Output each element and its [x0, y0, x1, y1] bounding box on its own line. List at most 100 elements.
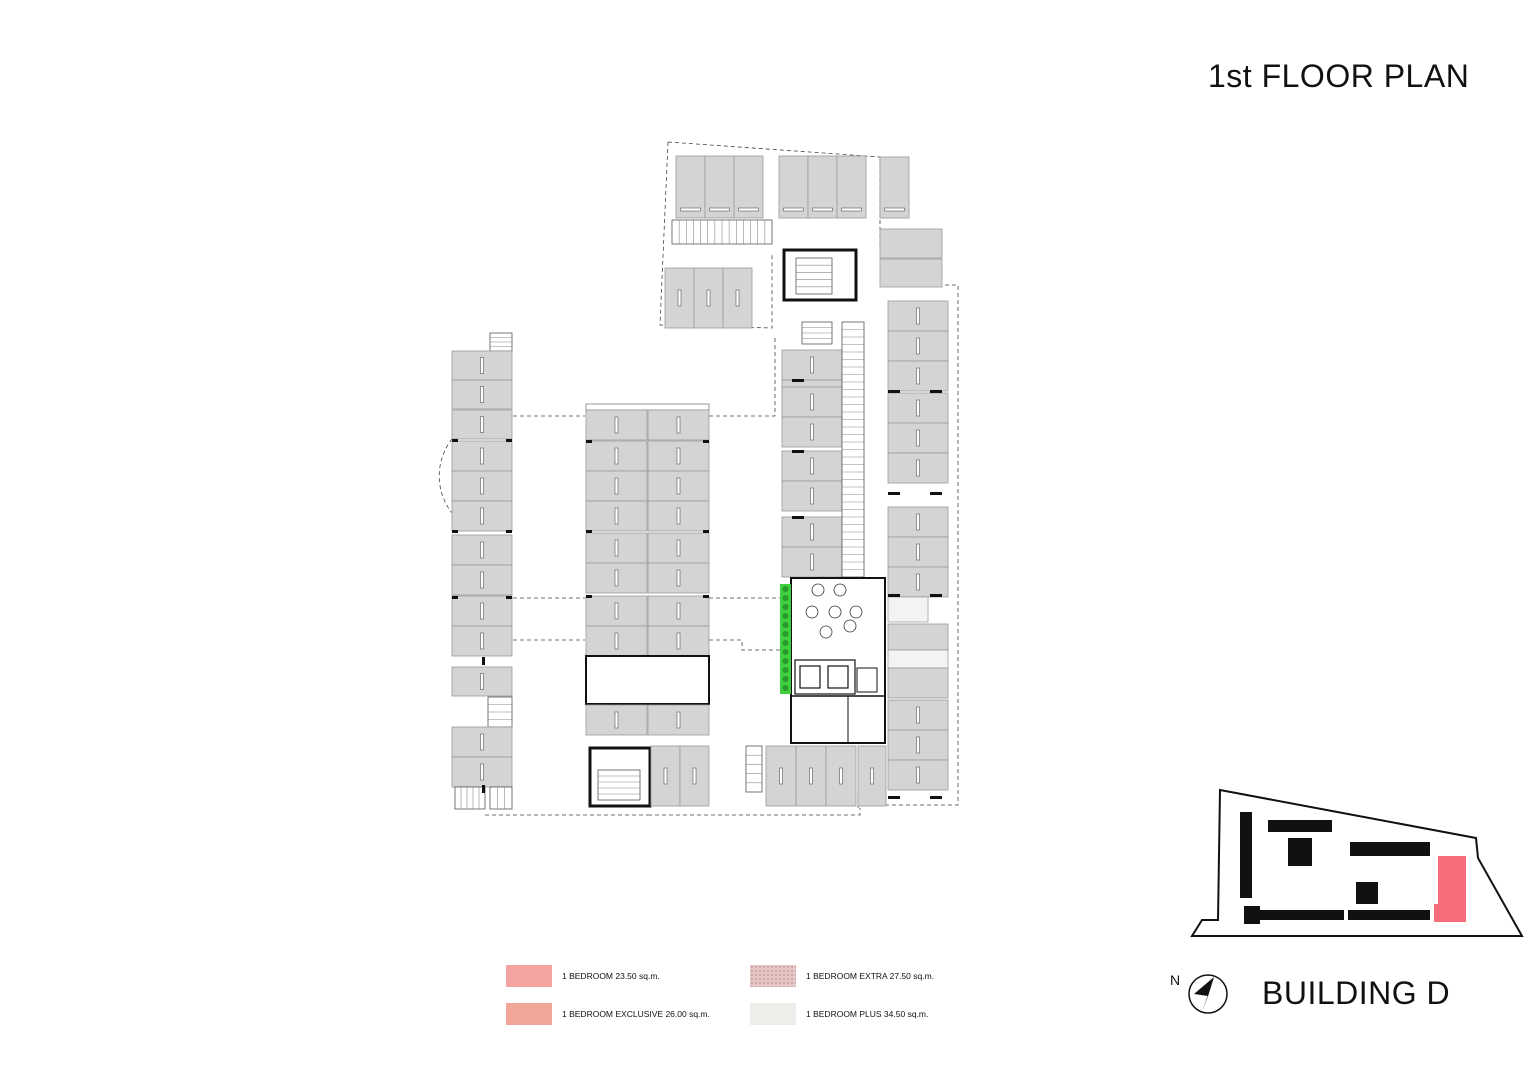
lounge-seat — [828, 605, 842, 619]
window-slot — [812, 207, 833, 212]
legend-label: 1 BEDROOM 23.50 sq.m. — [562, 971, 660, 981]
window-slot — [680, 207, 701, 212]
door-mark — [586, 530, 592, 533]
site-key-plan — [1190, 788, 1524, 937]
window-slot — [614, 632, 619, 650]
door-mark — [792, 516, 804, 519]
lounge-seat — [819, 625, 833, 639]
legend-item-1-bedroom: 1 BEDROOM 23.50 sq.m. — [506, 965, 660, 987]
key-building — [1288, 838, 1312, 866]
legend-label: 1 BEDROOM PLUS 34.50 sq.m. — [806, 1009, 929, 1019]
shrub — [782, 595, 789, 601]
shrub — [782, 649, 789, 655]
window-slot — [480, 632, 484, 650]
legend-item-1-bedroom-extra: 1 BEDROOM EXTRA 27.50 sq.m. — [750, 965, 934, 987]
elevator-car — [827, 665, 849, 689]
door-mark — [452, 439, 458, 442]
window-slot — [916, 543, 920, 561]
window-slot — [480, 386, 484, 403]
key-building — [1350, 842, 1430, 856]
lounge-seat — [849, 605, 863, 619]
door-mark — [930, 594, 942, 597]
window-slot — [614, 507, 619, 525]
stair-run — [745, 745, 763, 793]
unit-room — [879, 228, 943, 259]
door-mark — [506, 530, 512, 533]
corridor-outline — [485, 284, 959, 816]
key-building — [1268, 820, 1332, 832]
shrub — [782, 685, 789, 691]
door-mark — [586, 595, 592, 598]
key-building — [1244, 906, 1260, 924]
door-mark — [703, 530, 709, 533]
window-slot — [810, 393, 814, 411]
window-slot — [480, 416, 484, 433]
unit-room — [675, 155, 706, 219]
stair-run — [454, 786, 486, 810]
paved-area — [887, 649, 949, 669]
building-d-highlight — [1434, 904, 1448, 922]
legend-item-1-bedroom-exclusive: 1 BEDROOM EXCLUSIVE 26.00 sq.m. — [506, 1003, 710, 1025]
window-slot — [810, 423, 814, 441]
door-mark — [506, 596, 512, 599]
window-slot — [810, 553, 814, 571]
door-mark — [586, 440, 592, 443]
window-slot — [676, 569, 681, 587]
legend-swatch — [750, 1003, 796, 1025]
door-mark — [792, 450, 804, 453]
window-slot — [480, 541, 484, 559]
legend-item-1-bedroom-plus: 1 BEDROOM PLUS 34.50 sq.m. — [750, 1003, 928, 1025]
window-slot — [916, 736, 920, 754]
window-slot — [480, 571, 484, 589]
toilet-room — [856, 667, 878, 693]
shrub — [782, 676, 789, 682]
window-slot — [614, 711, 619, 729]
lobby-room — [585, 655, 710, 705]
legend-swatch — [506, 1003, 552, 1025]
window-slot — [676, 539, 681, 557]
unit-room — [879, 258, 943, 288]
shrub — [782, 631, 789, 637]
door-mark — [792, 379, 804, 382]
door-mark — [888, 796, 900, 799]
north-label: N — [1170, 972, 1181, 988]
window-slot — [614, 477, 619, 495]
door-mark — [482, 785, 485, 793]
window-slot — [614, 539, 619, 557]
elevator-car — [799, 665, 821, 689]
key-building — [1240, 812, 1252, 898]
unit-room — [733, 155, 764, 219]
garden-strip — [780, 584, 791, 694]
shrub — [782, 613, 789, 619]
legend-swatch — [750, 965, 796, 987]
door-mark — [930, 390, 942, 393]
window-slot — [916, 399, 920, 417]
legend-swatch — [506, 965, 552, 987]
door-mark — [930, 492, 942, 495]
door-mark — [930, 796, 942, 799]
unit-room — [807, 155, 838, 219]
window-slot — [916, 459, 920, 477]
window-slot — [480, 447, 484, 465]
window-slot — [676, 507, 681, 525]
window-slot — [614, 602, 619, 620]
lounge-seat — [811, 583, 825, 597]
window-slot — [916, 307, 920, 325]
window-slot — [676, 416, 681, 434]
key-building — [1356, 882, 1378, 904]
window-slot — [810, 487, 814, 505]
window-slot — [676, 477, 681, 495]
unit-room — [887, 623, 949, 651]
window-slot — [709, 207, 730, 212]
unit-room — [704, 155, 735, 219]
window-slot — [676, 632, 681, 650]
window-slot — [916, 766, 920, 784]
window-slot — [614, 569, 619, 587]
lounge-seat — [833, 583, 847, 597]
window-slot — [810, 356, 814, 374]
stair-run — [795, 257, 833, 295]
door-mark — [703, 440, 709, 443]
window-slot — [735, 289, 740, 307]
door-mark — [452, 530, 458, 533]
window-slot — [676, 711, 681, 729]
